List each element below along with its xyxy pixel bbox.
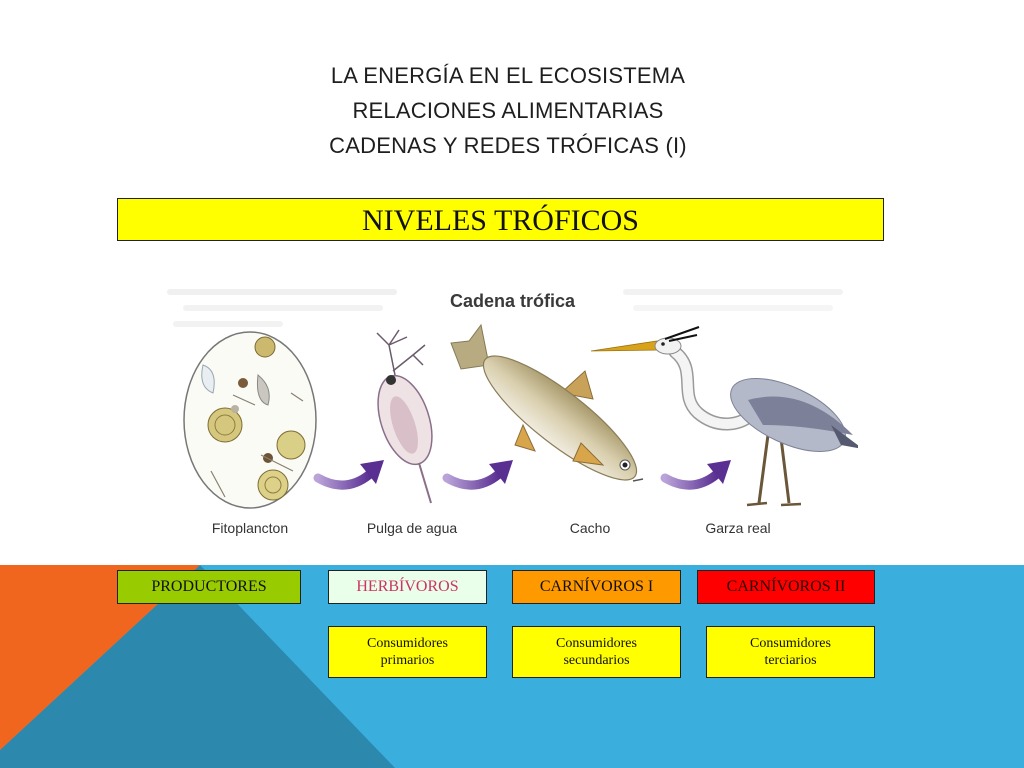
heron-illustration	[590, 326, 858, 507]
trophic-levels-banner: NIVELES TRÓFICOS	[117, 198, 884, 241]
level-carnivoros-i: CARNÍVOROS I	[512, 570, 681, 604]
water-flea-illustration	[376, 329, 433, 504]
consumer-secondary: Consumidores secundarios	[512, 626, 681, 678]
title-line-3: CADENAS Y REDES TRÓFICAS (I)	[329, 133, 687, 158]
diatom	[238, 378, 248, 388]
flagellate	[257, 374, 270, 406]
consumer-tertiary-line1: Consumidores	[750, 636, 831, 651]
label-garza-real: Garza real	[705, 520, 770, 536]
label-fitoplancton: Fitoplancton	[212, 520, 288, 536]
level-carnivoros-ii: CARNÍVOROS II	[697, 570, 875, 604]
consumer-tertiary: Consumidores terciarios	[706, 626, 875, 678]
band-dark-blue-triangle	[0, 565, 395, 768]
level-herbivoros: HERBÍVOROS	[328, 570, 487, 604]
consumer-tertiary-line2: terciarios	[764, 653, 817, 668]
food-chain-illustration: Cadena trófica	[167, 289, 858, 536]
slide-title: LA ENERGÍA EN EL ECOSISTEMA RELACIONES A…	[0, 58, 1016, 163]
title-line-2: RELACIONES ALIMENTARIAS	[352, 98, 664, 123]
figure-title: Cadena trófica	[450, 291, 576, 311]
colony-cell	[201, 364, 215, 394]
arrow-icon	[660, 460, 731, 490]
label-cacho: Cacho	[570, 520, 611, 536]
consumer-secondary-line2: secundarios	[563, 653, 630, 668]
fish-illustration	[450, 323, 644, 482]
arrow-icon	[313, 460, 384, 490]
diatom	[207, 407, 243, 443]
consumer-primary: Consumidores primarios	[328, 626, 487, 678]
band-orange-triangle	[0, 565, 200, 750]
diatom	[254, 336, 276, 358]
label-pulga-de-agua: Pulga de agua	[367, 520, 458, 536]
level-productores: PRODUCTORES	[117, 570, 301, 604]
phytoplankton-illustration	[183, 331, 317, 509]
diatom	[257, 469, 289, 501]
arrow-icon	[442, 460, 513, 490]
consumer-primary-line2: primarios	[380, 653, 435, 668]
consumer-secondary-line1: Consumidores	[556, 636, 637, 651]
diatom	[276, 430, 306, 460]
title-line-1: LA ENERGÍA EN EL ECOSISTEMA	[330, 63, 686, 88]
consumer-primary-line1: Consumidores	[367, 636, 448, 651]
background-text-blur	[167, 289, 843, 327]
